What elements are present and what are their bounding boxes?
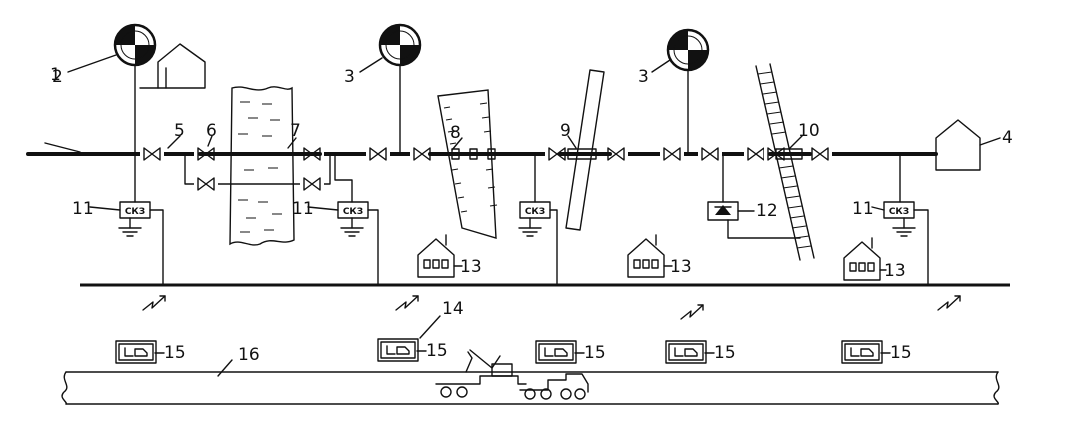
label-7: 7 bbox=[290, 121, 301, 141]
construction-machinery bbox=[435, 349, 589, 400]
house-13a bbox=[417, 234, 455, 278]
label-15d: 15 bbox=[714, 343, 736, 363]
label-11a: 11 bbox=[72, 199, 94, 219]
marker-post-3a bbox=[378, 23, 422, 155]
railway-crossing bbox=[755, 63, 815, 261]
label-3a: 3 bbox=[344, 67, 355, 87]
label-15a: 15 bbox=[164, 343, 186, 363]
house-13c bbox=[843, 237, 881, 281]
river-crossing bbox=[184, 86, 331, 246]
linesman-house bbox=[139, 43, 206, 89]
cathodic-station-1: СКЗ bbox=[118, 153, 164, 286]
label-11b: 11 bbox=[292, 199, 314, 219]
repair-van-3 bbox=[535, 340, 577, 364]
label-3b: 3 bbox=[638, 67, 649, 87]
marker-post-3b bbox=[666, 28, 710, 155]
callout-labels: 1 2 2 3 3 4 5 6 7 8 9 10 11 11 11 12 13 … bbox=[50, 65, 1013, 365]
label-10: 10 bbox=[798, 121, 820, 141]
ravine-crossing bbox=[428, 89, 512, 239]
label-14: 14 bbox=[442, 299, 464, 319]
label-9: 9 bbox=[560, 121, 571, 141]
station-text: СКЗ bbox=[125, 207, 145, 217]
label-5: 5 bbox=[174, 121, 185, 141]
label-15e: 15 bbox=[890, 343, 912, 363]
label-4: 4 bbox=[1002, 128, 1013, 148]
label-13a: 13 bbox=[460, 257, 482, 277]
line-valves bbox=[140, 146, 832, 162]
repair-van-4 bbox=[665, 340, 707, 364]
label-2: 2 bbox=[52, 67, 63, 87]
label-16: 16 bbox=[238, 345, 260, 365]
label-1: 1 bbox=[50, 65, 61, 85]
label-11c: 11 bbox=[852, 199, 874, 219]
station-text: СКЗ bbox=[343, 207, 363, 217]
end-building-4 bbox=[935, 119, 981, 171]
label-6: 6 bbox=[206, 121, 217, 141]
road-crossing bbox=[558, 69, 612, 231]
repair-van-2 bbox=[377, 338, 419, 362]
label-15c: 15 bbox=[584, 343, 606, 363]
station-text: СКЗ bbox=[525, 207, 545, 217]
leader-lines bbox=[67, 54, 1001, 377]
marker-post-2 bbox=[113, 23, 157, 155]
station-text: СКЗ bbox=[889, 207, 909, 217]
house-13b bbox=[627, 234, 665, 278]
label-12: 12 bbox=[756, 201, 778, 221]
label-15b: 15 bbox=[426, 341, 448, 361]
label-13c: 13 bbox=[884, 261, 906, 281]
label-13b: 13 bbox=[670, 257, 692, 277]
cathodic-station-2: СКЗ bbox=[334, 153, 379, 286]
repair-van-5 bbox=[841, 340, 883, 364]
cathodic-station-3: СКЗ bbox=[518, 153, 558, 286]
label-8: 8 bbox=[450, 123, 461, 143]
repair-van-1 bbox=[115, 340, 157, 364]
communication-line bbox=[80, 283, 1010, 320]
